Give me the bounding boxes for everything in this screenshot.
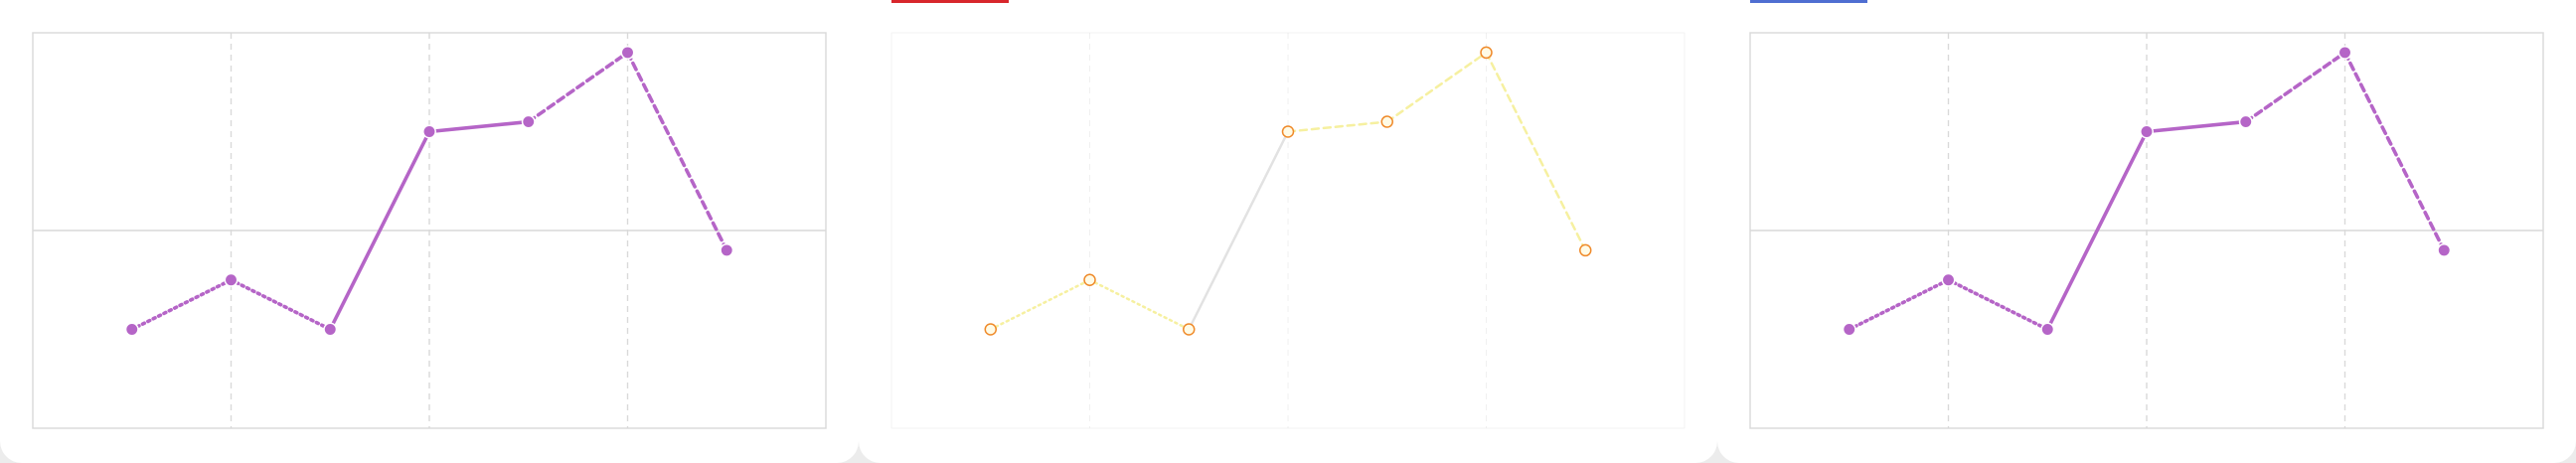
data-point bbox=[422, 124, 436, 139]
series-segment bbox=[2342, 51, 2447, 252]
series-segment bbox=[229, 277, 333, 332]
series-segment bbox=[1485, 51, 1587, 252]
data-point bbox=[124, 322, 139, 337]
chart-panel-right bbox=[1717, 0, 2576, 463]
series-segment bbox=[328, 129, 431, 332]
data-point bbox=[323, 322, 338, 337]
data-point bbox=[1579, 243, 1592, 257]
data-point bbox=[1842, 322, 1856, 337]
series-segment bbox=[2243, 51, 2347, 124]
series-segment bbox=[989, 278, 1091, 331]
data-point bbox=[984, 323, 997, 336]
series-segment bbox=[427, 119, 531, 134]
series-segment bbox=[1847, 277, 1951, 332]
data-point bbox=[2437, 242, 2452, 257]
series-segment bbox=[1946, 277, 2050, 332]
series-segment bbox=[625, 51, 729, 252]
data-point bbox=[1083, 273, 1096, 286]
accent-bar-blue bbox=[1750, 0, 1867, 3]
line-chart-middle bbox=[890, 32, 1686, 429]
accent-bar-red bbox=[891, 0, 1009, 3]
series-segment bbox=[1188, 130, 1290, 331]
data-point bbox=[1281, 125, 1295, 138]
data-point bbox=[2337, 45, 2352, 60]
series-segment bbox=[526, 51, 630, 124]
data-point bbox=[224, 272, 239, 287]
data-point bbox=[521, 114, 536, 129]
line-chart-right bbox=[1749, 32, 2544, 429]
data-point bbox=[720, 242, 734, 257]
series-segment bbox=[129, 277, 234, 332]
chart-panel-left bbox=[0, 0, 859, 463]
series-segment bbox=[2045, 129, 2149, 332]
data-point bbox=[620, 45, 635, 60]
data-point bbox=[2040, 322, 2055, 337]
data-point bbox=[2238, 114, 2253, 129]
series-segment bbox=[1088, 278, 1191, 331]
line-chart-left bbox=[32, 32, 827, 429]
data-point bbox=[1941, 272, 1956, 287]
series-segment bbox=[1286, 120, 1388, 133]
data-point bbox=[2140, 124, 2154, 139]
data-point bbox=[1480, 46, 1493, 60]
chart-panel-middle bbox=[859, 0, 1717, 463]
data-point bbox=[1183, 323, 1196, 336]
series-segment bbox=[1385, 51, 1488, 123]
data-point bbox=[1380, 115, 1393, 128]
series-segment bbox=[2145, 119, 2248, 134]
